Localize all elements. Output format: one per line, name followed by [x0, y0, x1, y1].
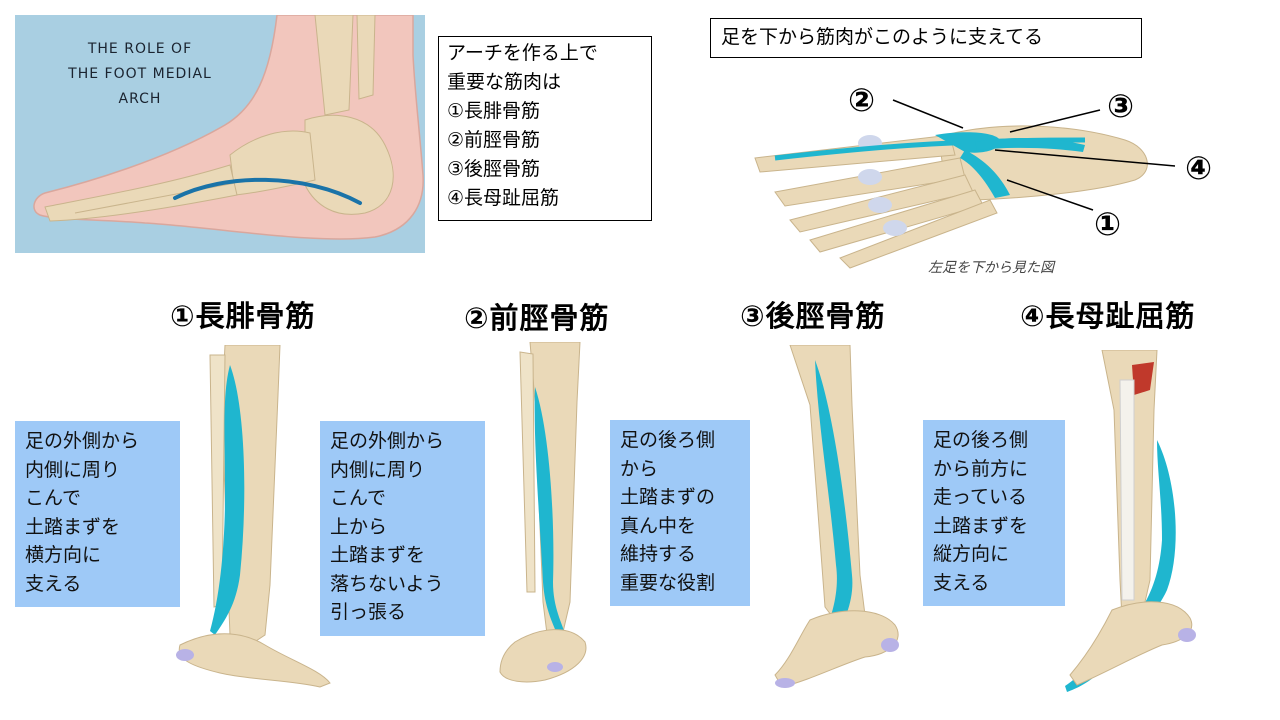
note-tibialis-posterior: 足の後ろ側 から 土踏まずの 真ん中を 維持する 重要な役割	[610, 420, 750, 606]
leg-illustration-flexor-hallucis-longus	[1065, 350, 1196, 692]
foot-medial-arch-illustration: THE ROLE OF THE FOOT MEDIAL ARCH	[15, 15, 425, 253]
leg-illustration-tibialis-anterior	[499, 342, 587, 683]
foot-bottom-view-drawing	[754, 99, 1176, 269]
arch-title-line: THE FOOT MEDIAL	[68, 66, 212, 82]
note-line: 土踏まずの	[620, 486, 716, 508]
note-line: 維持する	[620, 543, 697, 565]
important-muscles-box: アーチを作る上で 重要な筋肉は ①長腓骨筋 ②前脛骨筋 ③後脛骨筋 ④長母趾屈筋	[438, 36, 652, 221]
muscles-box-line: ②前脛骨筋	[447, 129, 541, 151]
note-line: 引っ張る	[330, 601, 407, 623]
foot-number-2: ②	[848, 81, 876, 119]
foot-arch-drawing	[33, 15, 424, 240]
muscle-title-tibialis-anterior: ②前脛骨筋	[464, 301, 610, 335]
note-peroneus-longus: 足の外側から 内側に周り こんで 土踏まずを 横方向に 支える	[15, 421, 180, 607]
leg-illustration-tibialis-posterior	[774, 345, 899, 688]
muscles-box-line: 重要な筋肉は	[447, 71, 562, 93]
note-flexor-hallucis-longus: 足の後ろ側 から前方に 走っている 土踏まずを 縦方向に 支える	[923, 420, 1065, 606]
muscles-box-line: ①長腓骨筋	[447, 100, 541, 122]
note-line: こんで	[25, 487, 82, 509]
note-line: 内側に周り	[330, 458, 426, 481]
note-line: 横方向に	[25, 544, 102, 566]
arch-curve	[173, 177, 362, 205]
foot-number-4: ④	[1185, 149, 1213, 187]
muscles-box-line: ④長母趾屈筋	[447, 187, 560, 209]
note-line: 走っている	[933, 486, 1028, 508]
arch-illustration-title: THE ROLE OF THE FOOT MEDIAL ARCH	[55, 37, 225, 112]
arch-title-line: ARCH	[118, 91, 162, 107]
support-caption-text: 足を下から筋肉がこのように支えてる	[721, 26, 1044, 48]
note-line: 縦方向に	[933, 543, 1010, 565]
muscle-title-tibialis-posterior: ③後脛骨筋	[740, 299, 886, 333]
note-line: 足の外側から	[25, 430, 140, 452]
muscles-box-line: ③後脛骨筋	[447, 158, 541, 180]
note-line: 足の外側から	[330, 430, 445, 452]
note-line: から	[620, 457, 659, 480]
note-line: 支える	[25, 572, 82, 595]
note-line: 土踏まずを	[330, 544, 426, 566]
note-line: 足の後ろ側	[933, 429, 1029, 451]
note-line: 重要な役割	[620, 571, 716, 594]
note-line: 土踏まずを	[933, 514, 1029, 537]
foot-bottom-view-diagram	[745, 80, 1205, 280]
note-line: 上から	[330, 515, 388, 538]
note-line: 内側に周り	[25, 458, 121, 481]
muscles-box-line: アーチを作る上で	[447, 42, 598, 64]
note-line: 支える	[933, 571, 990, 594]
arch-title-line: THE ROLE OF	[87, 41, 193, 57]
note-line: 足の後ろ側	[620, 429, 716, 451]
muscle-title-flexor-hallucis-longus: ④長母趾屈筋	[1020, 299, 1196, 333]
note-line: 土踏まずを	[25, 515, 121, 538]
note-line: 真ん中を	[620, 514, 697, 537]
support-caption-box: 足を下から筋肉がこのように支えてる	[710, 18, 1142, 58]
note-line: こんで	[330, 487, 387, 509]
foot-number-3: ③	[1107, 87, 1135, 125]
note-tibialis-anterior: 足の外側から 内側に周り こんで 上から 土踏まずを 落ちないよう 引っ張る	[320, 421, 485, 636]
foot-number-1: ①	[1094, 205, 1122, 243]
note-line: 落ちないよう	[330, 572, 444, 595]
note-line: から前方に	[933, 457, 1029, 480]
leg-illustration-peroneus-longus	[176, 345, 331, 688]
foot-diagram-caption: 左足を下から見た図	[928, 260, 1054, 276]
muscle-title-peroneus-longus: ①長腓骨筋	[170, 299, 316, 333]
